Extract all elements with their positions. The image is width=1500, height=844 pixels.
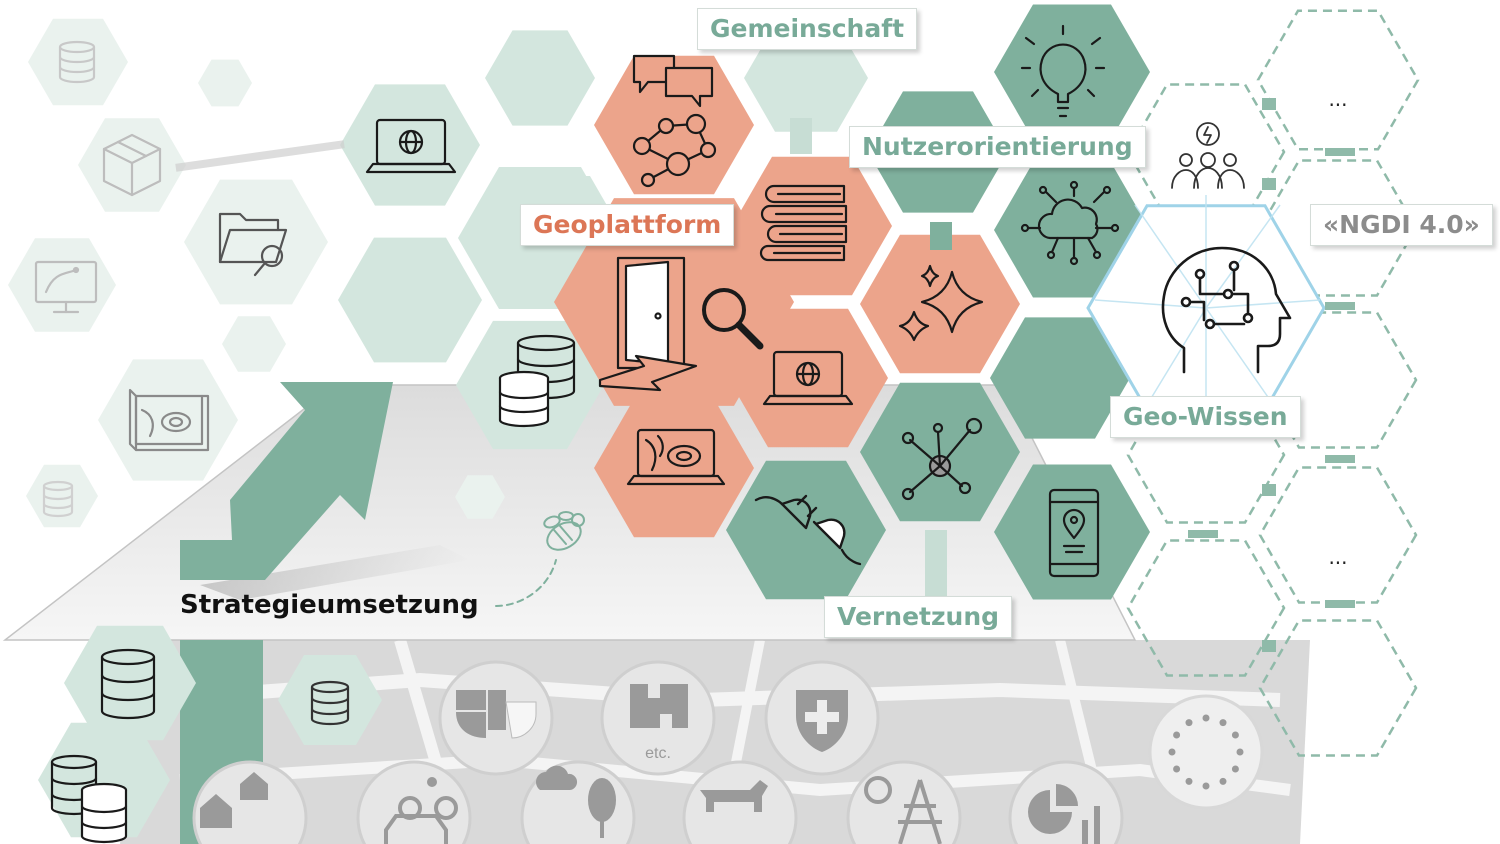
laptop-map-icon xyxy=(626,428,726,486)
cantons-etc-icon: etc. xyxy=(600,660,716,776)
faint-hex xyxy=(8,238,116,332)
laptop-globe-icon xyxy=(365,118,457,174)
package-box-icon xyxy=(102,133,162,197)
label-geo-wissen: Geo-Wissen xyxy=(1110,396,1301,438)
swiss-shield-icon xyxy=(764,660,880,776)
sparkles-icon xyxy=(898,264,984,342)
folder-search-icon xyxy=(218,212,288,277)
faint-hex xyxy=(222,316,286,372)
green-hex xyxy=(726,460,886,600)
dashed-hex xyxy=(1126,386,1286,524)
cow-wheat-icon xyxy=(682,760,798,844)
eu-star xyxy=(1219,777,1227,785)
weather-tree-icon xyxy=(520,760,636,844)
database-icon xyxy=(50,754,128,844)
green-hex xyxy=(994,162,1150,298)
label-gemeinschaft: Gemeinschaft xyxy=(697,8,918,50)
magnifier-icon xyxy=(702,288,764,350)
bee-icon xyxy=(543,511,585,551)
light-hex xyxy=(38,722,170,838)
energy-pylon-icon xyxy=(846,760,962,844)
eu-star xyxy=(1173,731,1181,739)
database-icon xyxy=(42,480,74,518)
door-exit-icon xyxy=(598,256,698,392)
dashed-hex xyxy=(1256,9,1420,151)
light-hex xyxy=(338,237,482,363)
eu-star xyxy=(1231,765,1239,773)
bee-trail xyxy=(495,559,557,607)
bike-car-icon xyxy=(356,760,472,844)
label-geoplattform: Geoplattform xyxy=(520,204,735,246)
dots-bottom: ... xyxy=(1328,545,1347,569)
eu-star xyxy=(1219,719,1227,727)
label-ngdi: «NGDI 4.0» xyxy=(1310,204,1493,246)
network-people-icon xyxy=(632,113,717,188)
hub-network-icon xyxy=(901,417,983,501)
lightbulb-icon xyxy=(1020,24,1106,118)
faint-hex xyxy=(184,179,328,305)
green-hex-grid xyxy=(726,4,1150,600)
hex-connectors xyxy=(175,118,952,600)
salmon-hex xyxy=(860,234,1020,374)
canton-logo-icon xyxy=(438,660,554,776)
dashed-hex xyxy=(1258,466,1418,604)
faint-hex xyxy=(198,59,252,107)
houses-icon xyxy=(192,760,308,844)
eu-star xyxy=(1185,719,1193,727)
salmon-hex xyxy=(728,308,888,448)
label-nutzerorientierung: Nutzerorientierung xyxy=(849,126,1146,168)
database-icon xyxy=(310,680,350,726)
laptop-globe-icon xyxy=(762,350,854,406)
green-hex xyxy=(990,317,1130,439)
faint-hex xyxy=(98,359,238,481)
eu-star xyxy=(1236,748,1244,756)
etc-label: etc. xyxy=(645,745,671,762)
team-idea-icon xyxy=(1171,122,1245,189)
eu-star xyxy=(1231,731,1239,739)
pie-chart-icon xyxy=(1008,760,1124,844)
context-circles: etc. xyxy=(192,660,1264,844)
eu-star xyxy=(1202,714,1210,722)
green-hex xyxy=(994,464,1150,600)
monitor-vector-icon xyxy=(34,260,98,314)
faint-hex xyxy=(26,464,98,528)
label-strategieumsetzung: Strategieumsetzung xyxy=(180,590,479,620)
eu-star xyxy=(1173,765,1181,773)
eu-star xyxy=(1168,748,1176,756)
brain-circuit-icon xyxy=(1161,246,1292,374)
dots-top: ... xyxy=(1328,87,1347,111)
cloud-network-icon xyxy=(1020,180,1120,266)
chat-bubbles-icon xyxy=(632,54,714,108)
light-hex xyxy=(340,84,480,206)
label-vernetzung: Vernetzung xyxy=(824,596,1013,638)
light-hex xyxy=(278,655,382,745)
eu-star xyxy=(1185,777,1193,785)
light-hex xyxy=(485,30,595,126)
smartphone-location-icon xyxy=(1048,488,1100,578)
faint-hex xyxy=(455,475,505,519)
eu-stars-icon xyxy=(1148,694,1264,810)
growth-arrow-icon xyxy=(180,382,393,580)
database-icon xyxy=(498,334,576,428)
map-scroll-icon xyxy=(128,388,210,452)
salmon-hex xyxy=(554,198,794,406)
books-icon xyxy=(759,184,848,262)
database-icon xyxy=(100,648,156,720)
dashed-hex xyxy=(1126,539,1286,677)
database-icon xyxy=(58,40,96,84)
dashed-hex xyxy=(1258,619,1418,757)
plug-connect-icon xyxy=(754,494,862,566)
green-hex xyxy=(994,4,1150,140)
eu-star xyxy=(1202,782,1210,790)
dashed-connectors xyxy=(1188,98,1355,652)
light-hex xyxy=(744,24,868,132)
